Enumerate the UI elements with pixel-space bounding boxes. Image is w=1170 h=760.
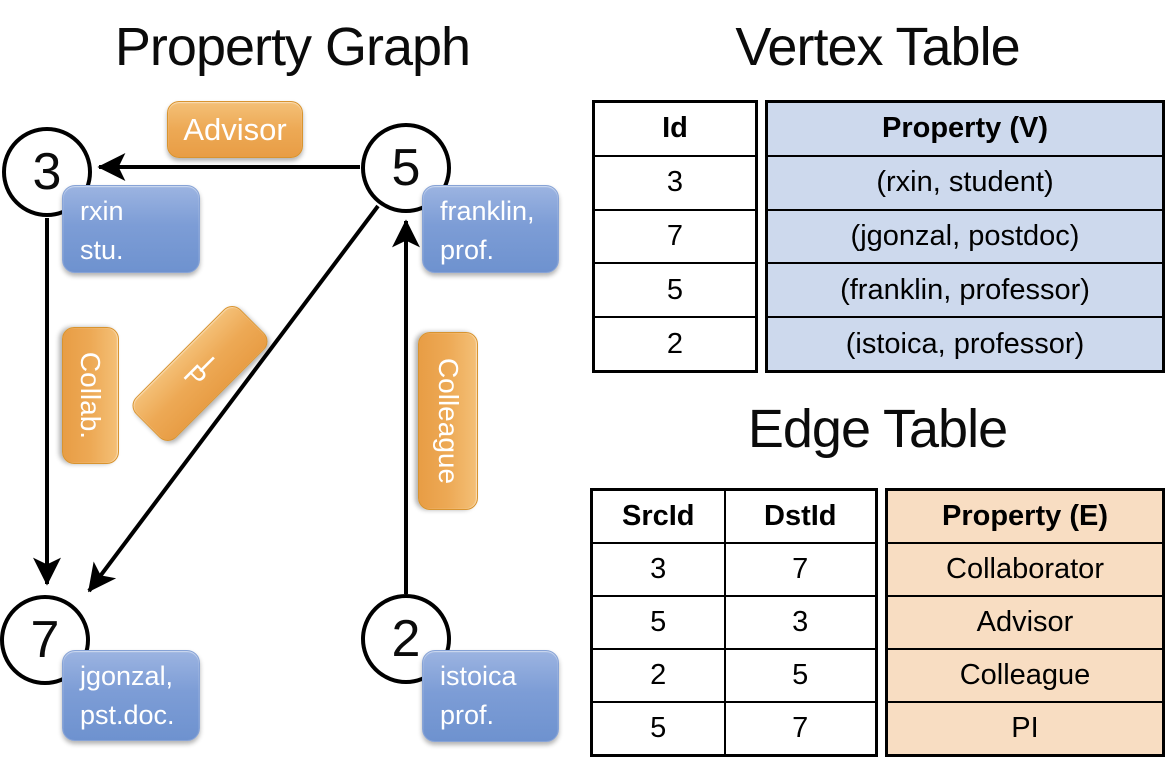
- edge-label-text: Colleague: [433, 357, 464, 485]
- vertex-table-cell: (rxin, student): [765, 154, 1165, 211]
- vertex-table-property-column: Property (V) (rxin, student) (jgonzal, p…: [765, 100, 1165, 373]
- vertex-table-cell: (franklin, professor): [765, 262, 1165, 319]
- graph-edges-layer: [33, 153, 420, 594]
- edge-label-text: Advisor: [183, 111, 287, 147]
- graph-node-5: 5: [361, 123, 451, 213]
- edge-table-cell: 3: [723, 595, 878, 650]
- edge-table-cell: PI: [885, 700, 1165, 757]
- vertex-label-line: prof.: [440, 235, 495, 265]
- edge-table-cell: Advisor: [885, 595, 1165, 650]
- vertex-table-cell: 7: [592, 208, 758, 265]
- edge-table-title: Edge Table: [747, 399, 1008, 459]
- vertex-label-line: prof.: [440, 700, 495, 730]
- vertex-table-title: Vertex Table: [735, 17, 1020, 77]
- edge-label-collaborator: Collab.: [62, 327, 119, 464]
- edge-table-cell: 2: [590, 647, 726, 703]
- vertex-label-jgonzal: jgonzal, pst.doc.: [62, 650, 200, 741]
- vertex-label-istoica: istoica prof.: [422, 650, 559, 742]
- edge-table-cell: Colleague: [885, 647, 1165, 703]
- vertex-table-id-column: Id 3 7 5 2: [592, 100, 758, 373]
- edge-table-cell: 5: [590, 700, 726, 757]
- edge-table-header-dstid: DstId: [723, 488, 878, 545]
- vertex-label-line: pst.doc.: [80, 700, 175, 730]
- vertex-label-rxin: rxin stu.: [62, 185, 200, 273]
- edge-table-cell: 5: [590, 595, 726, 650]
- edge-table-cell: 7: [723, 700, 878, 757]
- vertex-table-cell: 5: [592, 262, 758, 319]
- vertex-table-cell: (istoica, professor): [765, 316, 1165, 373]
- edge-table-header-srcid: SrcId: [590, 488, 726, 545]
- edge-label-text: PI: [177, 349, 224, 397]
- edge-table-id-columns: SrcId DstId 3 7 5 3 2 5 5 7: [590, 488, 878, 757]
- vertex-table-cell: 3: [592, 154, 758, 211]
- edge-table-header-property: Property (E): [885, 488, 1165, 545]
- edge-label-text: Collab.: [75, 351, 107, 440]
- vertex-label-line: franklin,: [440, 196, 535, 226]
- property-graph-title: Property Graph: [114, 17, 471, 77]
- vertex-table-cell: (jgonzal, postdoc): [765, 208, 1165, 265]
- edge-label-advisor: Advisor: [167, 101, 303, 158]
- graph-node-2: 2: [361, 594, 451, 684]
- vertex-label-franklin: franklin, prof.: [422, 185, 559, 273]
- vertex-table-cell: 2: [592, 316, 758, 373]
- edge-table-cell: Collaborator: [885, 542, 1165, 598]
- vertex-label-line: istoica: [440, 661, 517, 691]
- vertex-label-line: jgonzal,: [80, 661, 174, 691]
- edge-table-property-column: Property (E) Collaborator Advisor Collea…: [885, 488, 1165, 757]
- vertex-table-header-property: Property (V): [765, 100, 1165, 157]
- vertex-label-line: stu.: [80, 235, 124, 265]
- edge-pi-5-to-7: [87, 204, 380, 593]
- edge-label-colleague: Colleague: [418, 332, 478, 510]
- edge-table-cell: 5: [723, 647, 878, 703]
- vertex-table-header-id: Id: [592, 100, 758, 157]
- vertex-label-line: rxin: [80, 196, 124, 226]
- edge-table-cell: 7: [723, 542, 878, 598]
- edge-table-cell: 3: [590, 542, 726, 598]
